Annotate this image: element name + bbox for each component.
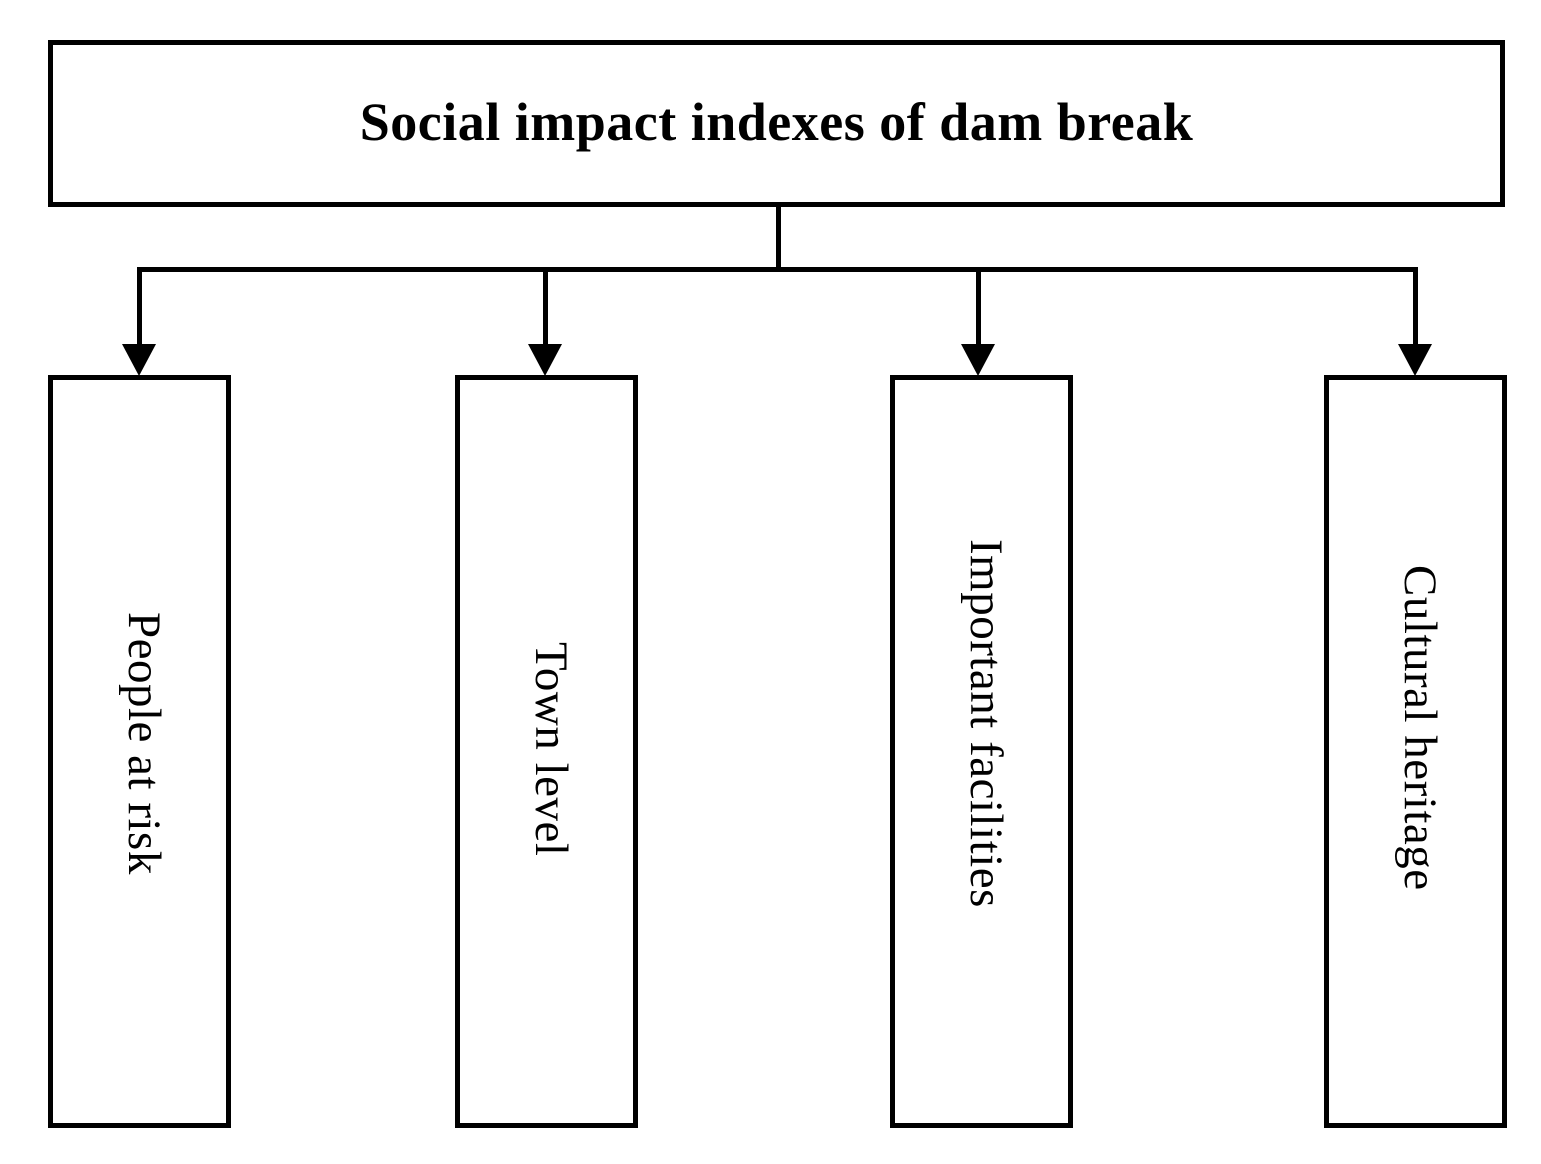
connector-drop-3 bbox=[976, 267, 981, 347]
root-node-box[interactable]: Social impact indexes of dam break bbox=[48, 40, 1505, 207]
child-node-label-wrap-4: Cultural heritage bbox=[1329, 380, 1502, 1123]
child-node-label-wrap-1: People at risk bbox=[53, 380, 226, 1123]
connector-horizontal-bus bbox=[137, 267, 1418, 272]
arrow-down-icon-4 bbox=[1398, 344, 1432, 376]
connector-drop-2 bbox=[543, 267, 548, 347]
arrow-down-icon-3 bbox=[961, 344, 995, 376]
connector-drop-4 bbox=[1413, 267, 1418, 347]
child-node-box-people-at-risk[interactable]: People at risk bbox=[48, 375, 231, 1128]
child-node-label-3: Important facilities bbox=[960, 539, 1012, 908]
child-node-box-town-level[interactable]: Town level bbox=[455, 375, 638, 1128]
child-node-label-wrap-3: Important facilities bbox=[895, 380, 1068, 1123]
child-node-box-cultural-heritage[interactable]: Cultural heritage bbox=[1324, 375, 1507, 1128]
root-node-label: Social impact indexes of dam break bbox=[359, 91, 1194, 152]
arrow-down-icon-2 bbox=[528, 344, 562, 376]
arrow-down-icon-1 bbox=[122, 344, 156, 376]
child-node-label-4: Cultural heritage bbox=[1394, 564, 1446, 891]
child-node-label-2: Town level bbox=[525, 642, 577, 857]
child-node-label-wrap-2: Town level bbox=[460, 380, 633, 1123]
child-node-label-1: People at risk bbox=[118, 612, 170, 875]
child-node-box-important-facilities[interactable]: Important facilities bbox=[890, 375, 1073, 1128]
connector-stem bbox=[776, 207, 781, 271]
connector-drop-1 bbox=[137, 267, 142, 347]
